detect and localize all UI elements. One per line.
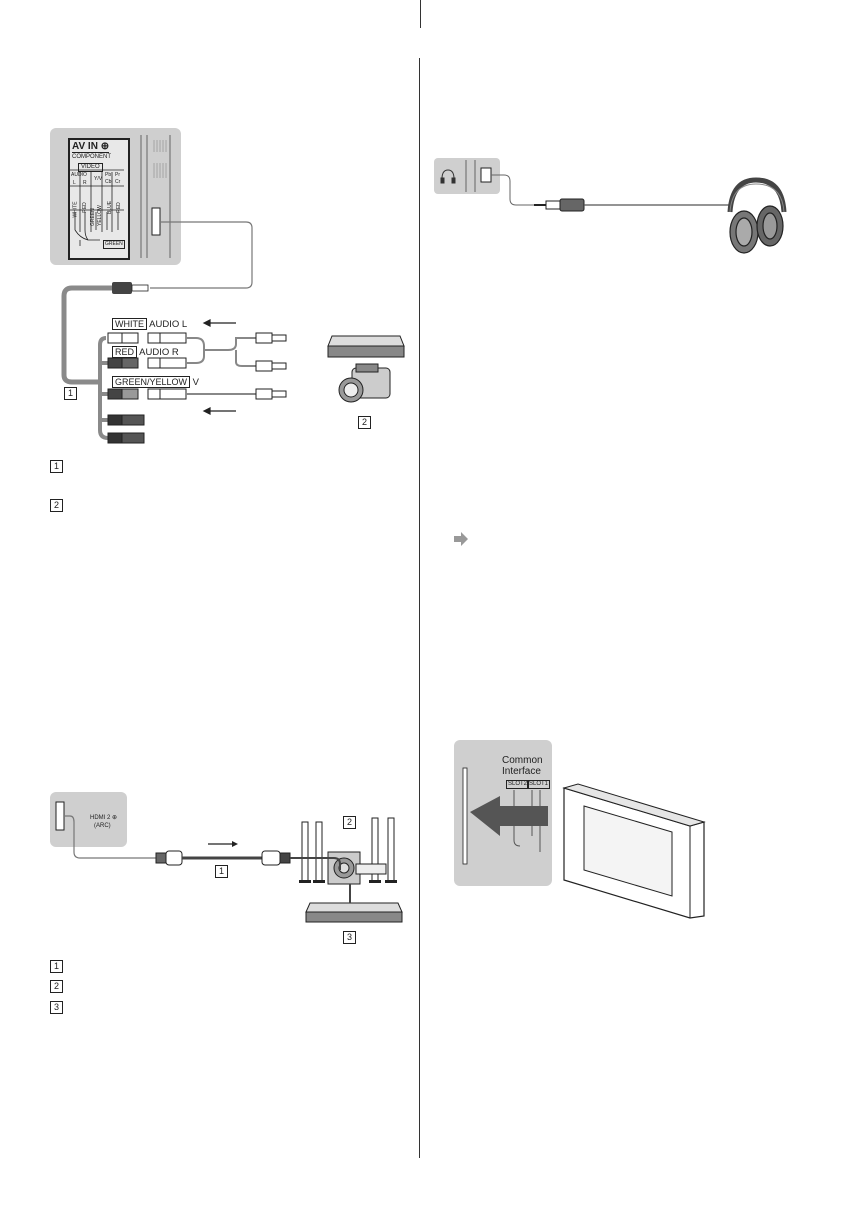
callout-av-device: 2 xyxy=(358,416,371,429)
green-yellow-v-label: GREEN/YELLOW V xyxy=(112,376,199,388)
hdmi-arc-label: (ARC) xyxy=(94,823,111,829)
ci-slot1: SLOT1 xyxy=(527,780,551,789)
audio-label: AUDIO xyxy=(71,172,87,178)
green-suffix: V xyxy=(192,377,200,388)
headphone-icon xyxy=(440,169,456,184)
white-suffix: AUDIO L xyxy=(149,319,188,330)
red-tag: RED xyxy=(112,346,138,358)
legend-b-2: 2 xyxy=(50,980,63,993)
red-suffix: AUDIO R xyxy=(139,347,179,358)
callout-hdmi-player: 3 xyxy=(343,931,356,944)
hdmi-label: HDMI 2 ⊕ xyxy=(90,815,118,821)
component-label: COMPONENT xyxy=(72,154,111,160)
white-audio-l-label: WHITE AUDIO L xyxy=(112,318,187,330)
ci-title-1: Common xyxy=(502,755,543,766)
white-tag: WHITE xyxy=(112,318,147,330)
yv-label: Y/V xyxy=(94,176,103,182)
column-divider xyxy=(419,58,420,1158)
av-in-label: AV IN ⊕ xyxy=(72,141,110,153)
legend-b-1: 1 xyxy=(50,960,63,973)
legend-a-1: 1 xyxy=(50,460,63,473)
r-label: R xyxy=(83,180,87,186)
callout-av-cable: 1 xyxy=(64,387,77,400)
callout-hdmi-speakers: 2 xyxy=(343,816,356,829)
legend-b-3: 3 xyxy=(50,1001,63,1014)
legend-a-2: 2 xyxy=(50,499,63,512)
top-rule xyxy=(420,0,421,28)
pr-label: Pr Cr xyxy=(115,172,121,185)
green-yellow-tag: GREEN/YELLOW xyxy=(112,376,191,388)
green-tag: GREEN xyxy=(103,240,125,249)
callout-hdmi-cable: 1 xyxy=(215,865,228,878)
l-label: L xyxy=(73,180,76,186)
video-label: VIDEO xyxy=(78,163,103,172)
ci-title-2: Interface xyxy=(502,766,541,777)
ci-slot2: SLOT2 xyxy=(506,780,530,789)
red-audio-r-label: RED AUDIO R xyxy=(112,346,179,358)
pb-label: Pb Cb xyxy=(105,172,112,185)
